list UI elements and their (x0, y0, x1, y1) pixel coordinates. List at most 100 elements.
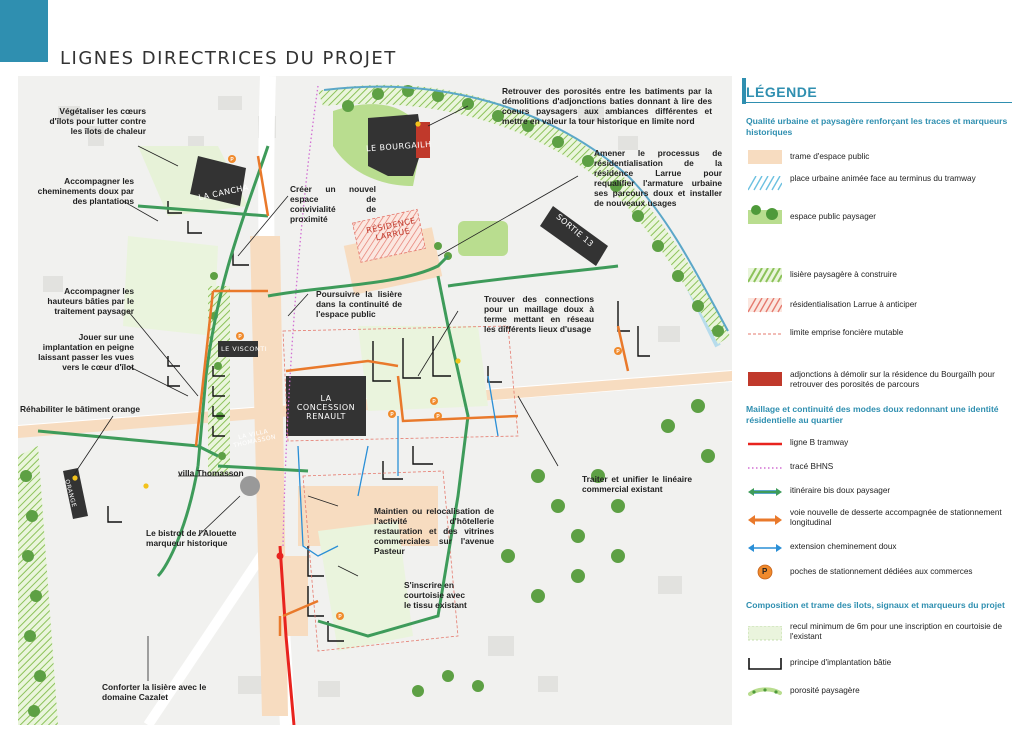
legend-item-label: limite emprise foncière mutable (790, 328, 904, 337)
legend-item-label: espace public paysager (790, 212, 877, 221)
legend-item-label: voie nouvelle de desserte accompagnée de… (790, 508, 1002, 527)
parking-letter: P (436, 414, 440, 420)
legend-item: place urbaine animée face au terminus du… (746, 174, 1012, 198)
red-swatch-icon (748, 372, 782, 386)
setback-swatch-icon (748, 626, 782, 641)
legend-item-label: itinéraire bis doux paysager (790, 486, 891, 495)
annotation-accompagner-hauteurs: Accompagner les hauteurs bâties par le t… (47, 286, 134, 316)
page-title: LIGNES DIRECTRICES DU PROJET (60, 48, 397, 69)
label-concession-renault: LA CONCESSION RENAULT (296, 394, 356, 421)
legend-item: lisière paysagère à construire (746, 266, 1012, 290)
annotation-villa: villa Thomasson (178, 468, 244, 478)
orange-service-roads (194, 155, 630, 636)
hatched-blue-swatch-icon (748, 176, 782, 191)
south-road (143, 543, 273, 728)
dotted-pink-line-icon (748, 467, 782, 469)
parking-letter: P (230, 157, 234, 163)
hatched-red-swatch-icon (748, 298, 782, 313)
legend-item: recul minimum de 6m pour une inscription… (746, 622, 1012, 646)
parking-letter: P (616, 349, 620, 355)
tree-clusters (20, 85, 724, 717)
building-bourgailh (368, 114, 423, 176)
header-accent-block (0, 0, 48, 62)
landscape-space-swatch-icon (748, 205, 782, 224)
legend-item: principe d'implantation bâtie (746, 654, 1012, 678)
annotation-sinscrire: S'inscrire en courtoisie avec le tissu e… (404, 580, 467, 610)
porosity-icon (748, 687, 782, 696)
legend-item-label: place urbaine animée face au terminus du… (790, 174, 976, 183)
legend-section-title: Qualité urbaine et paysagère renforçant … (746, 116, 1008, 137)
legend-section-title: Maillage et continuité des modes doux re… (746, 404, 999, 425)
mutable-land-limit (282, 325, 519, 652)
parking-icon (757, 564, 773, 580)
public-space-swatch-icon (748, 150, 782, 164)
legend-item-label: porosité paysagère (790, 686, 860, 695)
annotation-jouer-peigne: Jouer sur une implantation en peigne lai… (38, 332, 134, 372)
parking-letter: P (432, 399, 436, 405)
annotation-retrouver: Retrouver des porosités entre les batime… (502, 86, 712, 126)
legend-item-label: trame d'espace public (790, 152, 870, 161)
larrue-residentialisation (352, 208, 426, 263)
annotation-rehabiliter: Réhabiliter le bâtiment orange (20, 404, 141, 414)
building-sortie13 (540, 206, 608, 266)
legend-item: résidentialisation Larrue à anticiper (746, 296, 1012, 320)
hatched-green-swatch-icon (748, 268, 782, 283)
legend-item-label: tracé BHNS (790, 462, 834, 471)
red-line-icon (748, 442, 782, 446)
parking-icon-letter: P (762, 567, 768, 576)
villa-thomasson-icon (240, 476, 260, 496)
building-concession (286, 376, 366, 436)
legend-item-label: recul minimum de 6m pour une inscription… (790, 622, 1003, 641)
historic-markers (72, 121, 461, 489)
legend-item: adjonctions à démolir sur la résidence d… (746, 370, 1012, 394)
dashed-red-line-icon (748, 333, 782, 335)
legend-item-label: principe d'implantation bâtie (790, 658, 892, 667)
legend-rule (742, 102, 1012, 103)
legend-item: trame d'espace public (746, 148, 1012, 172)
legend-item: itinéraire bis doux paysager (746, 482, 1012, 506)
annotation-vegetaliser: Végétaliser les cœurs d'îlots pour lutte… (49, 106, 146, 136)
legend-accent-bar (742, 78, 746, 104)
annotation-trouver: Trouver des connections pour un maillage… (484, 294, 594, 334)
annotation-amener: Amener le processus de résidentialisatio… (594, 148, 722, 208)
annotation-bistrot: Le bistrot de l'Alouette marqueur histor… (146, 528, 237, 548)
legend-item-label: poches de stationnement dédiées aux comm… (790, 567, 973, 576)
legend-item: voie nouvelle de desserte accompagnée de… (746, 508, 1012, 532)
label-visconti: LE VISCONTI (221, 345, 268, 353)
site-plan-map: P P P P P P P LE BOURGAILH LA CANCHA RÉS… (17, 75, 733, 728)
legend-item-label: extension cheminement doux (790, 542, 897, 551)
legend-item: ligne B tramway (746, 434, 1012, 458)
green-arrow-icon (748, 488, 782, 496)
legend-item-label: ligne B tramway (790, 438, 849, 447)
parking-letter: P (390, 412, 394, 418)
legend-item: espace public paysager (746, 202, 1012, 232)
built-implantation-principles (107, 201, 650, 642)
legend-section-title: Composition et trame des îlots, signaux … (746, 600, 1005, 610)
building-cancha (190, 156, 246, 206)
demolish-additions (416, 122, 430, 158)
annotation-traiter: Traiter et unifier le linéaire commercia… (582, 474, 692, 494)
legend-item: porosité paysagère (746, 682, 1012, 706)
annotation-creer: Créer un nouvel espace de convivialité d… (290, 184, 376, 224)
building-visconti (218, 341, 258, 357)
legend-item-label: lisière paysagère à construire (790, 270, 897, 279)
tram-line-b (278, 545, 296, 726)
site-plan-svg: P P P P P P P (17, 75, 733, 728)
green-soft-routes (37, 85, 729, 638)
legend-title: LÉGENDE (746, 84, 818, 100)
legend-item: P poches de stationnement dédiées aux co… (746, 562, 1012, 586)
annotation-poursuivre: Poursuivre la lisière dans la continuité… (316, 289, 402, 319)
annotation-conforter: Conforter la lisière avec le domaine Caz… (102, 682, 207, 702)
annotation-maintien: Maintien ou relocalisation de l'activité… (374, 506, 494, 556)
building-orange (63, 468, 88, 519)
bracket-icon (748, 658, 782, 670)
annotation-leaders (72, 105, 579, 681)
orange-arrow-icon (748, 515, 782, 525)
tram-terminus (276, 552, 284, 560)
parking-letters: P P P P P P P (230, 157, 620, 620)
legend-item: extension cheminement doux (746, 538, 1012, 562)
key-buildings (63, 114, 608, 519)
parking-letter: P (238, 334, 242, 340)
legend-panel: LÉGENDE Qualité urbaine et paysagère ren… (742, 78, 1012, 718)
blue-arrow-icon (748, 544, 782, 552)
